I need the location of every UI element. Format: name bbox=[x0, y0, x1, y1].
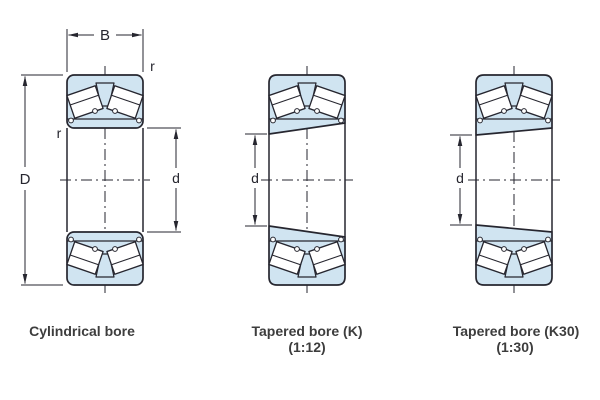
caption-tapered-bore-k-ratio: (1:12) bbox=[288, 339, 325, 355]
bearing-section-cylindrical bbox=[66, 74, 144, 286]
diagram-tapered-bore-k: d Tapered bore (K) (1:12) bbox=[245, 66, 362, 355]
diagram-tapered-bore-k30: d Tapered bore (K30) (1:30) bbox=[450, 66, 579, 355]
width-dimension-B bbox=[66, 29, 144, 72]
bore-diameter-dimension-d bbox=[245, 133, 267, 227]
caption-tapered-bore-k30-ratio: (1:30) bbox=[496, 339, 533, 355]
radius-label-top: r bbox=[150, 58, 155, 74]
bore-diameter-dimension-d bbox=[450, 134, 472, 226]
dim-label-D: D bbox=[20, 171, 31, 188]
caption-tapered-bore-k30: Tapered bore (K30) bbox=[453, 323, 580, 339]
dim-label-d: d bbox=[251, 170, 259, 186]
bore-diameter-dimension-d bbox=[147, 127, 181, 233]
caption-cylindrical-bore: Cylindrical bore bbox=[29, 323, 135, 339]
dim-label-B: B bbox=[100, 27, 110, 44]
outer-diameter-dimension-D bbox=[21, 74, 63, 286]
caption-tapered-bore-k: Tapered bore (K) bbox=[252, 323, 363, 339]
bearing-section-tapered-k bbox=[268, 74, 346, 286]
radius-label-side: r bbox=[57, 125, 62, 141]
dim-label-d: d bbox=[456, 170, 464, 186]
bearing-section-tapered-k30 bbox=[475, 74, 553, 286]
dim-label-d: d bbox=[172, 170, 180, 186]
diagram-cylindrical-bore: B D d r r Cylindrical bore bbox=[20, 27, 181, 339]
